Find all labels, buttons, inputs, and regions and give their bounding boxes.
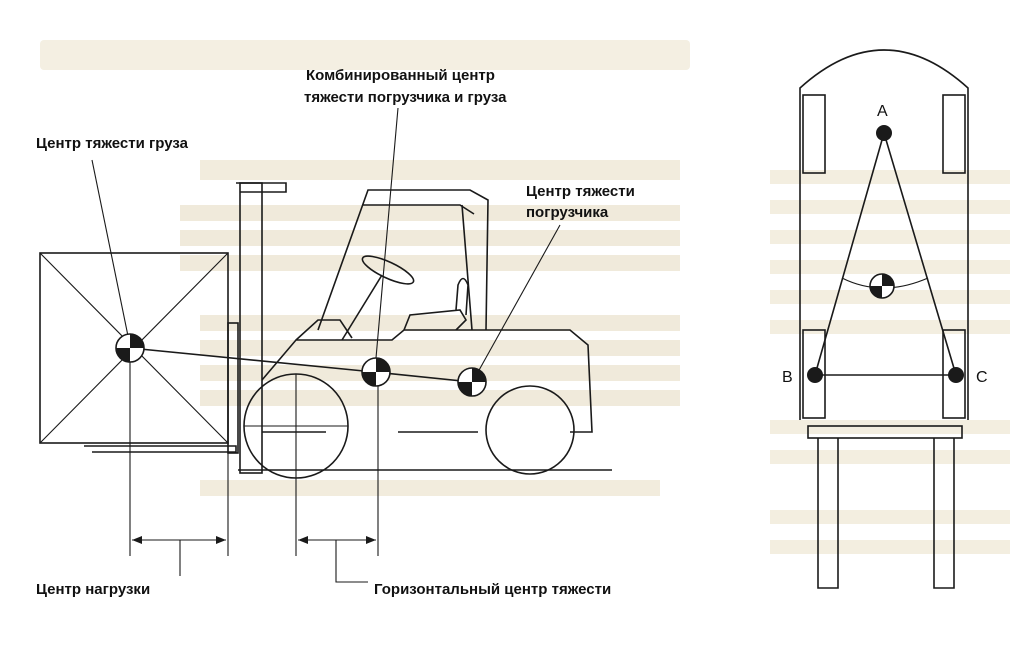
- front-left-wheel: [802, 329, 826, 419]
- front-right-wheel: [942, 329, 966, 419]
- point-a-marker: [876, 125, 892, 141]
- overhead-guard: [317, 189, 489, 331]
- combined-cg-symbol: [361, 357, 391, 387]
- forklift-cg-label-line2: погрузчика: [526, 204, 609, 221]
- load-cg-leader: [91, 159, 129, 337]
- front-cowl: [295, 319, 353, 341]
- dimension-extension-lines: [129, 362, 379, 556]
- combined-cg-leader: [375, 107, 399, 359]
- chassis-outline: [799, 49, 969, 420]
- stability-triangle-top-view: A B C: [782, 49, 988, 589]
- point-b-marker: [807, 367, 823, 383]
- load-center-label: Центр нагрузки: [36, 581, 150, 598]
- horizontal-cg-dimension: [298, 536, 376, 583]
- point-a-label: A: [877, 103, 888, 120]
- faded-background-text: [40, 40, 1010, 554]
- forks: [84, 445, 237, 453]
- steering-wheel: [361, 255, 415, 285]
- forklift-cg-symbol: [457, 367, 487, 397]
- triangle-cg-symbol: [869, 273, 895, 299]
- rear-right-wheel: [942, 94, 966, 174]
- stability-triangle: [813, 130, 958, 376]
- top-view-forks: [817, 438, 955, 589]
- load-cg-symbol: [115, 333, 145, 363]
- mast: [227, 182, 287, 474]
- point-c-marker: [948, 367, 964, 383]
- carriage-plate: [807, 425, 963, 439]
- forklift-cg-label-line1: Центр тяжести: [526, 183, 635, 200]
- front-wheel: [243, 373, 349, 479]
- forklift-body: [261, 329, 593, 433]
- point-c-label: C: [976, 369, 988, 386]
- rear-wheel: [485, 385, 575, 475]
- steering-column: [341, 274, 383, 341]
- seat: [403, 277, 469, 331]
- combined-cg-label-line1: Комбинированный центр: [306, 67, 495, 84]
- point-b-label: B: [782, 369, 793, 386]
- load-center-dimension: [132, 536, 226, 576]
- forklift-cg-leader: [477, 224, 561, 373]
- combined-cg-label-line2: тяжести погрузчика и груза: [304, 89, 507, 106]
- rear-left-wheel: [802, 94, 826, 174]
- horizontal-cg-label: Горизонтальный центр тяжести: [374, 581, 611, 598]
- forklift-side-view: Центр тяжести груза Комбинированный цент…: [36, 67, 635, 598]
- load-cg-label: Центр тяжести груза: [36, 135, 189, 152]
